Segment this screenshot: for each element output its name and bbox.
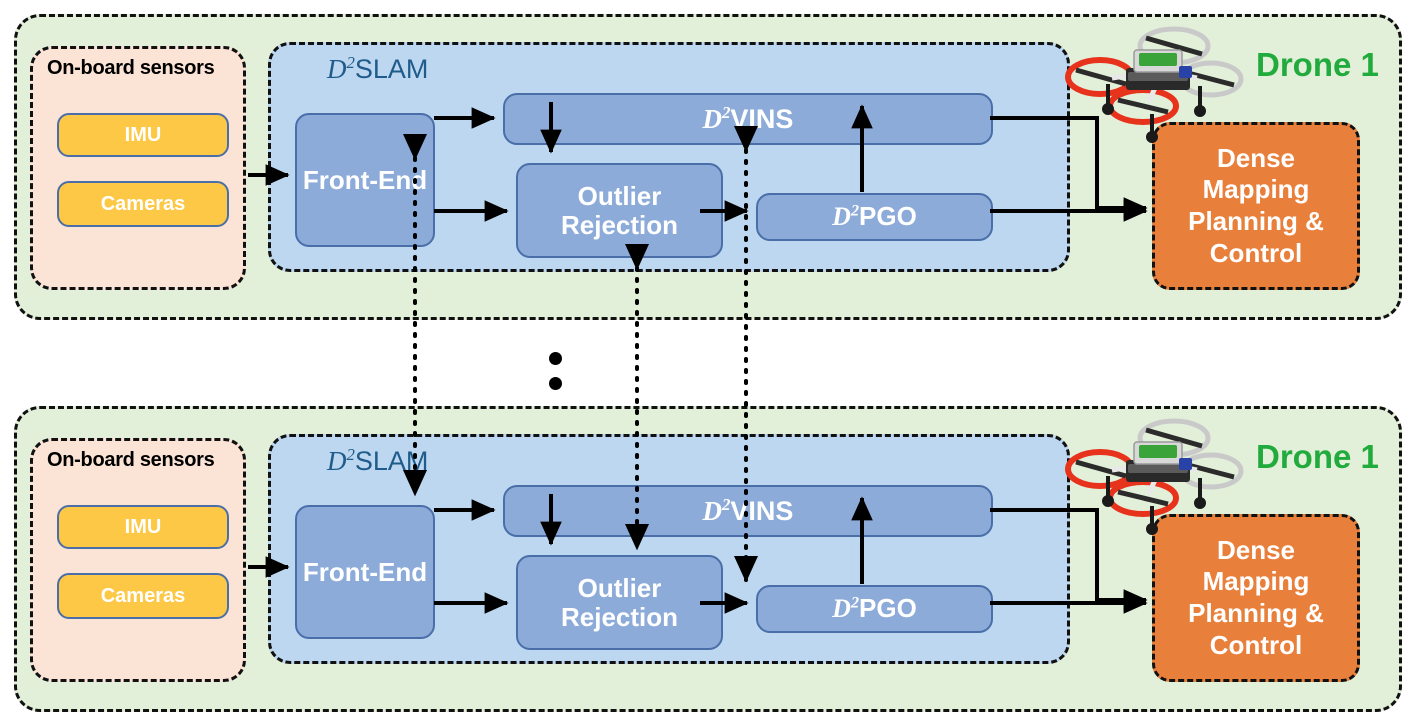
vertical-ellipsis-dot-2	[549, 377, 562, 390]
module-d2vins-label: D2VINS	[702, 102, 794, 134]
sensor-chip-imu[interactable]: IMU	[57, 113, 229, 157]
module-d2pgo-1[interactable]: D2PGO	[756, 193, 993, 241]
dense-mapping-box-2[interactable]: Dense Mapping Planning & Control	[1152, 514, 1360, 682]
sensor-chip-cameras[interactable]: Cameras	[57, 573, 229, 619]
module-front-end-1[interactable]: Front-End	[295, 113, 435, 247]
module-front-end-2[interactable]: Front-End	[295, 505, 435, 639]
module-outlier-rejection-1[interactable]: Outlier Rejection	[516, 163, 723, 258]
d2slam-title-2: D2SLAM	[327, 445, 429, 476]
drone-label-1: Drone 1	[1256, 46, 1379, 83]
d2slam-title-d: D	[327, 54, 347, 84]
onboard-sensors-title: On-board sensors	[47, 449, 215, 471]
module-d2vins-label: D2VINS	[702, 494, 794, 526]
module-d2pgo-2[interactable]: D2PGO	[756, 585, 993, 633]
module-d2vins-1[interactable]: D2VINS	[503, 93, 993, 145]
module-d2pgo-label: D2PGO	[832, 201, 917, 232]
d2slam-title-suffix: SLAM	[354, 54, 429, 84]
d2slam-box-2: D2SLAM Front-End D2VINS Outlier Rejectio…	[268, 434, 1070, 664]
d2slam-box-1: D2SLAM Front-End D2VINS Outlier Rejectio…	[268, 42, 1070, 272]
dense-mapping-label-1: Dense Mapping Planning & Control	[1188, 142, 1324, 268]
drone-label-2: Drone 1	[1256, 438, 1379, 475]
onboard-sensors-box-1: On-board sensors IMU Cameras	[30, 46, 246, 290]
d2slam-title-sup: 2	[346, 53, 355, 72]
module-d2vins-2[interactable]: D2VINS	[503, 485, 993, 537]
module-d2pgo-label: D2PGO	[832, 593, 917, 624]
d2slam-title-1: D2SLAM	[327, 53, 428, 85]
sensor-chip-imu[interactable]: IMU	[57, 505, 229, 549]
dense-mapping-box-1[interactable]: Dense Mapping Planning & Control	[1152, 122, 1360, 290]
dense-mapping-label-2: Dense Mapping Planning & Control	[1188, 534, 1324, 660]
module-outlier-rejection-label: Outlier Rejection	[560, 181, 679, 240]
module-outlier-rejection-label: Outlier Rejection	[560, 573, 679, 632]
onboard-sensors-box-2: On-board sensors IMU Cameras	[30, 438, 246, 682]
sensor-chip-cameras[interactable]: Cameras	[57, 181, 229, 227]
onboard-sensors-title: On-board sensors	[47, 57, 215, 79]
module-outlier-rejection-2[interactable]: Outlier Rejection	[516, 555, 723, 650]
vertical-ellipsis-dot-1	[549, 352, 562, 365]
